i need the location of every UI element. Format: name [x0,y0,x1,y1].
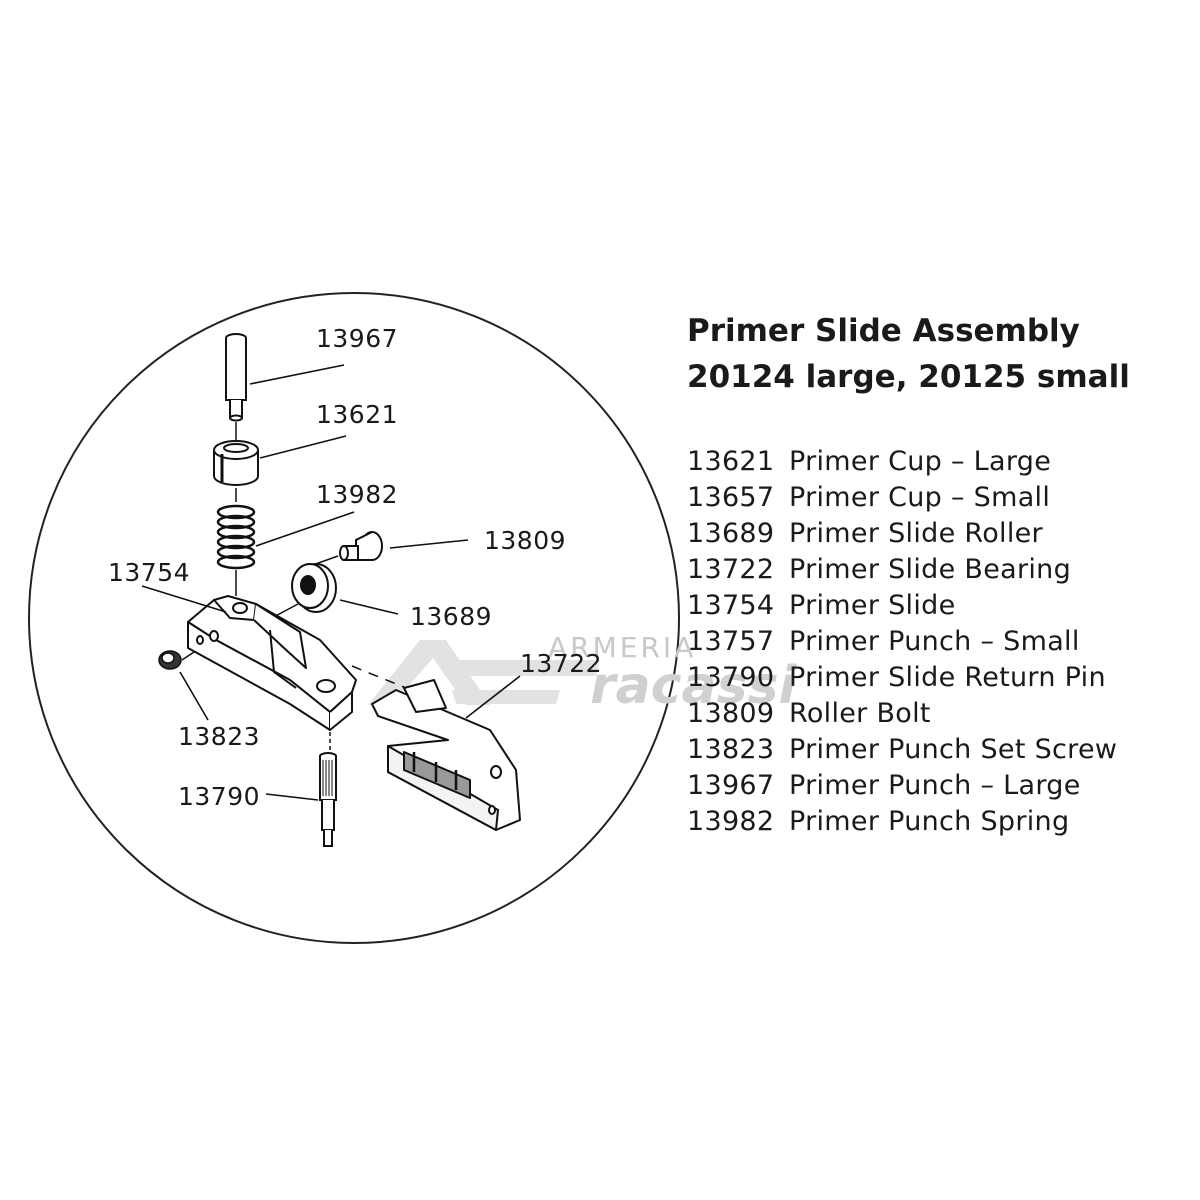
parts-list-item: 13809 Roller Bolt [687,699,1117,735]
callout-13967: 13967 [316,324,399,353]
watermark-text-bottom: racassi [590,656,797,716]
callout-13982: 13982 [316,480,399,509]
watermark-text-top: ARMERIA [548,631,697,664]
part-number: 13722 [687,554,775,585]
return-pin-part [319,752,337,847]
callout-13754: 13754 [108,558,191,587]
part-name: Primer Punch Spring [789,806,1070,837]
part-name: Primer Punch – Small [789,626,1080,657]
part-name: Primer Cup – Large [789,446,1052,477]
parts-list-item: 13722 Primer Slide Bearing [687,555,1117,591]
part-number: 13790 [687,662,775,693]
part-number: 13689 [687,518,775,549]
part-number: 13657 [687,482,775,513]
parts-list-item: 13757 Primer Punch – Small [687,627,1117,663]
part-name: Primer Slide Roller [789,518,1043,549]
part-name: Primer Slide Return Pin [789,662,1106,693]
parts-list-item: 13823 Primer Punch Set Screw [687,735,1117,771]
parts-list-item: 13689 Primer Slide Roller [687,519,1117,555]
part-number: 13823 [687,734,775,765]
part-number: 13621 [687,446,775,477]
assembly-title: Primer Slide Assembly [687,313,1080,349]
part-name: Primer Punch – Large [789,770,1081,801]
part-number: 13967 [687,770,775,801]
primer-punch-spring-part [216,504,256,570]
part-name: Roller Bolt [789,698,931,729]
parts-list-item: 13982 Primer Punch Spring [687,807,1117,843]
part-name: Primer Cup – Small [789,482,1051,513]
part-number: 13757 [687,626,775,657]
parts-list: 13621 Primer Cup – Large 13657 Primer Cup … [687,447,1117,843]
primer-cup-part [213,440,259,486]
callout-13790: 13790 [178,782,261,811]
part-number: 13754 [687,590,775,621]
parts-list-item: 13754 Primer Slide [687,591,1117,627]
assembly-subtitle: 20124 large, 20125 small [687,359,1130,395]
leader-lines [141,364,521,801]
parts-list-item: 13967 Primer Punch – Large [687,771,1117,807]
part-number: 13982 [687,806,775,837]
roller-bolt-part [339,531,383,561]
primer-slide-part [187,595,357,731]
detail-circle [28,292,680,944]
primer-punch-part [225,333,247,422]
callout-13689: 13689 [410,602,493,631]
parts-list-item: 13790 Primer Slide Return Pin [687,663,1117,699]
callout-13823: 13823 [178,722,261,751]
parts-list-item: 13657 Primer Cup – Small [687,483,1117,519]
watermark-logo [368,640,600,705]
set-screw-part [158,650,182,670]
part-name: Primer Slide [789,590,956,621]
primer-slide-roller-part [291,563,337,613]
callout-13809: 13809 [484,526,567,555]
callout-13621: 13621 [316,400,399,429]
callout-13722: 13722 [520,649,603,678]
parts-list-item: 13621 Primer Cup – Large [687,447,1117,483]
part-number: 13809 [687,698,775,729]
primer-slide-bearing-part [371,679,521,831]
part-name: Primer Punch Set Screw [789,734,1118,765]
part-name: Primer Slide Bearing [789,554,1072,585]
